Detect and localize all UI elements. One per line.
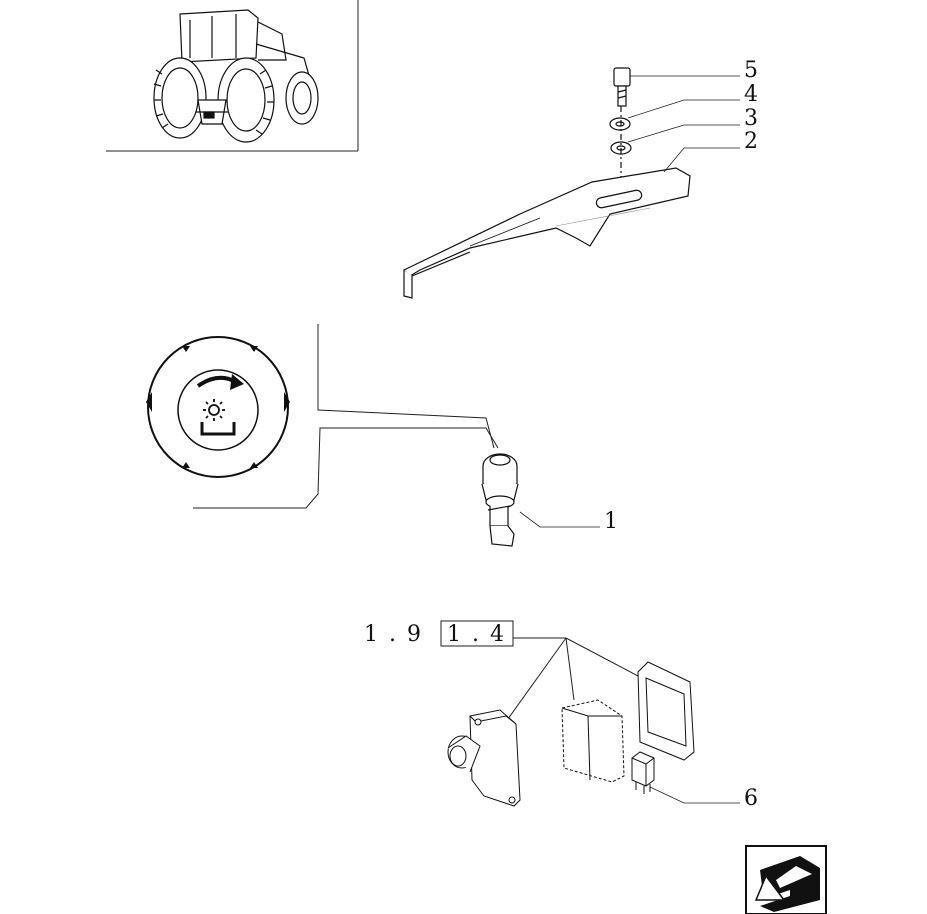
tractor-thumbnail — [106, 0, 359, 152]
callout-number: 4 — [744, 82, 758, 107]
bracket-plate-part — [402, 167, 691, 299]
callout-labels: 5 4 3 2 1 6 — [604, 58, 758, 811]
relay-box-part — [561, 699, 625, 783]
reference-prefix: 1 . 9 — [364, 622, 423, 647]
callout-number: 5 — [744, 58, 758, 83]
callout-number: 2 — [744, 129, 758, 154]
callout-number: 1 — [604, 509, 618, 534]
switch-housing-part — [447, 709, 521, 807]
cross-reference: 1 . 9 1 . 4 — [364, 620, 639, 731]
previous-page-button[interactable] — [745, 845, 827, 914]
callout-number: 6 — [744, 786, 758, 811]
reference-box — [440, 620, 514, 647]
switch-part — [481, 453, 519, 547]
callout-leaders — [519, 75, 740, 804]
control-components — [447, 661, 695, 807]
gasket-frame-part — [637, 661, 695, 761]
previous-page-arrow-icon — [754, 856, 820, 912]
work-light-rotary-switch-icon — [146, 336, 290, 478]
switch-detail-view — [146, 324, 499, 509]
reference-boxed: 1 . 4 — [447, 622, 506, 647]
callout-number: 3 — [744, 106, 758, 131]
bolt-part — [613, 67, 631, 107]
small-relay-part — [631, 751, 655, 794]
bracket-assembly — [402, 67, 691, 299]
lock-washer-part — [609, 117, 631, 131]
tractor-rear-view-icon — [153, 9, 319, 143]
